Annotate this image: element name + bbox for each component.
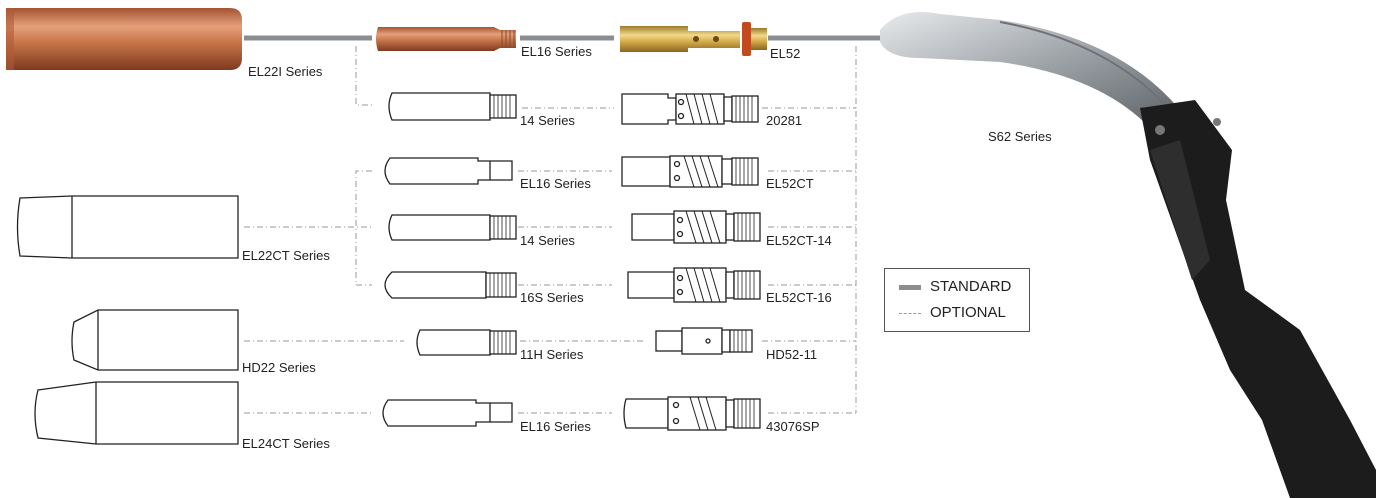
label-el52: EL52 [770,46,800,62]
tip-drawings [383,93,516,426]
label-11h-series: 11H Series [520,347,583,363]
standard-swatch [899,285,921,290]
el52-diffuser-image [620,22,767,56]
diffuser-el52ct-16 [628,268,760,302]
label-el16-series-c: EL16 Series [520,419,591,435]
legend-optional: OPTIONAL [899,304,1006,321]
tip-11h-series [417,330,516,355]
label-14-series-b: 14 Series [520,233,575,249]
diffuser-el52ct-14 [632,211,760,243]
nozzle-drawings [18,196,239,444]
label-el24ct-series: EL24CT Series [242,436,330,452]
tip-14-series-a [389,93,516,120]
label-el22ct-series: EL22CT Series [242,248,330,264]
diffuser-20281 [622,94,758,124]
tip-14-series-b [389,215,516,240]
diffuser-drawings [622,94,760,430]
label-el16-series-b: EL16 Series [520,176,591,192]
label-16s-series: 16S Series [520,290,584,306]
diffuser-hd52-11 [656,328,752,354]
label-hd52-11: HD52-11 [766,347,817,363]
label-20281: 20281 [766,113,802,129]
label-14-series-a: 14 Series [520,113,575,129]
tip-16s-series [385,272,516,298]
nozzle-el24ct [35,382,238,444]
legend-standard-label: STANDARD [930,278,1011,295]
label-43076sp: 43076SP [766,419,820,435]
label-hd22-series: HD22 Series [242,360,316,376]
label-el22i-series: EL22I Series [248,64,322,80]
label-el52ct-16: EL52CT-16 [766,290,832,306]
el16-tip-image [376,27,516,51]
label-el52ct: EL52CT [766,176,814,192]
tip-el16-series-b [385,158,512,184]
legend-optional-label: OPTIONAL [930,304,1006,321]
nozzle-el22ct [18,196,239,258]
s62-gun-image [880,12,1376,498]
diffuser-43076sp [624,397,760,430]
optional-swatch [899,313,921,314]
label-el16-series-top: EL16 Series [521,44,592,60]
legend-standard: STANDARD [899,278,1011,295]
label-s62-series: S62 Series [988,129,1052,145]
el22i-nozzle-image [6,8,242,70]
diffuser-el52ct [622,156,758,187]
label-el52ct-14: EL52CT-14 [766,233,832,249]
legend: STANDARD OPTIONAL [884,268,1030,332]
tip-el16-series-c [383,400,512,426]
nozzle-hd22 [72,310,238,370]
